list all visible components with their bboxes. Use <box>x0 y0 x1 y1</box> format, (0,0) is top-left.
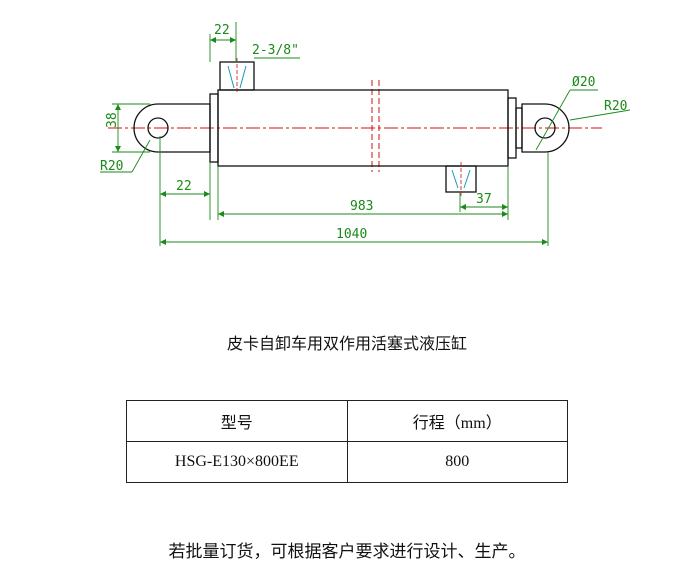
dim-total-length: 1040 <box>336 227 367 242</box>
break-lines <box>371 80 380 172</box>
cell-model: HSG-E130×800EE <box>126 441 348 483</box>
header-model: 型号 <box>126 400 348 442</box>
dim-eye-to-barrel: 22 <box>176 179 192 194</box>
dim-port-thread: 2-3/8" <box>252 43 299 58</box>
dim-port-width: 22 <box>214 23 230 38</box>
dim-eye-radius-left: R20 <box>100 159 123 174</box>
dim-eye-height: 38 <box>105 112 120 128</box>
port-threads <box>227 65 471 189</box>
dim-pin-diameter: Ø20 <box>572 75 595 90</box>
dim-port-offset: 37 <box>476 192 492 207</box>
cell-stroke: 800 <box>346 441 568 483</box>
product-title: 皮卡自卸车用双作用活塞式液压缸 <box>226 334 467 353</box>
dim-barrel-length: 983 <box>350 199 373 214</box>
cylinder-outline <box>133 61 570 193</box>
table-header-row: 型号 行程（mm） <box>126 400 568 442</box>
table-row: HSG-E130×800EE 800 <box>126 441 568 483</box>
header-stroke: 行程（mm） <box>346 400 568 442</box>
ordering-note: 若批量订货，可根据客户要求进行设计、生产。 <box>168 542 526 562</box>
dim-eye-radius-right: R20 <box>604 99 627 114</box>
cylinder-drawing: 22 2-3/8" 38 R20 Ø20 R20 22 983 37 1040 <box>100 22 631 246</box>
spec-table: 型号 行程（mm） HSG-E130×800EE 800 <box>126 400 568 483</box>
